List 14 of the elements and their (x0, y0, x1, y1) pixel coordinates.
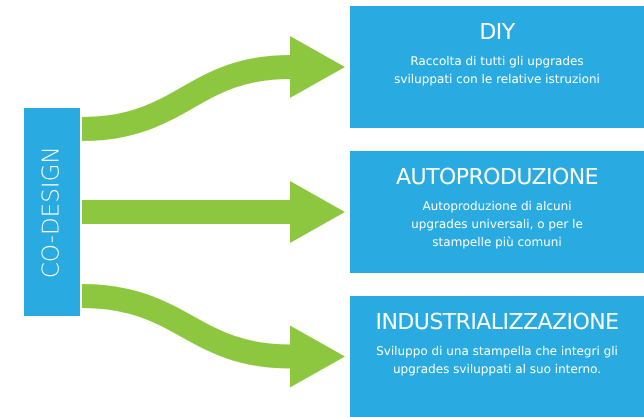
vertical-label-box (24, 108, 80, 316)
category-box (350, 296, 644, 417)
box-description: Autoproduzione di alcuni upgrades universali, o per le stampelle più comuni (410, 198, 584, 251)
box-description: Raccolta di tutti gli upgrades sviluppati con le relative istruzioni (393, 53, 601, 88)
category-box (350, 6, 644, 128)
arrow (81, 284, 345, 388)
category-box (350, 151, 644, 273)
box-title: DIY (479, 19, 515, 47)
vertical-label: CO-DESIGN (38, 146, 66, 278)
box-title: AUTOPRODUZIONE (396, 164, 598, 192)
arrow (81, 36, 345, 141)
box-description: Sviluppo di una stampella che integri gli upgrades sviluppati al suo interno. (375, 343, 619, 378)
box-title: INDUSTRIALIZZAZIONE (376, 309, 618, 337)
arrow (82, 181, 345, 243)
